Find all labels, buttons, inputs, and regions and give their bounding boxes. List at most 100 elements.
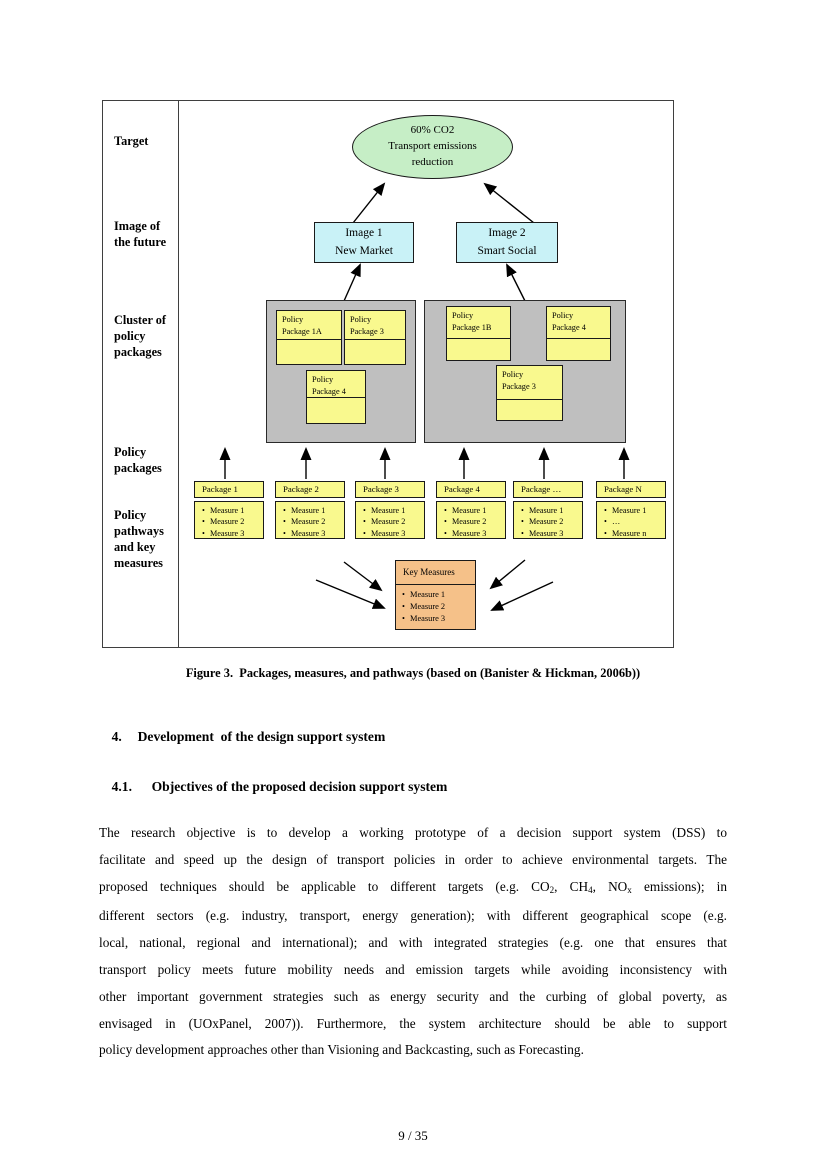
measure-item: •Measure 3 (276, 528, 344, 539)
measure-label: Measure 1 (612, 506, 647, 515)
bullet-icon: • (521, 528, 524, 538)
package-title: Package 2 (275, 481, 345, 498)
package-measures: •Measure 1•…•Measure n (596, 501, 666, 539)
arrow-line (352, 182, 386, 224)
measure-label: Measure 1 (291, 506, 326, 515)
bullet-icon: • (363, 528, 366, 538)
measure-label: Measure n (612, 528, 647, 538)
row-label-image-of-future: Image of the future (114, 219, 167, 249)
measure-item: •Measure 3 (396, 613, 475, 625)
measure-label: … (612, 517, 621, 527)
paragraph-line: policy development approaches other than… (99, 1042, 584, 1058)
bullet-icon: • (521, 517, 524, 527)
policy-package-label: Policy Package 4 (547, 307, 610, 339)
page-number: 9 / 35 (398, 1128, 428, 1143)
bullet-icon: • (604, 517, 607, 527)
paragraph-line: envisaged in (UOxPanel, 2007)). Furtherm… (99, 1015, 727, 1031)
measure-label: Measure 2 (529, 517, 564, 527)
body-paragraph: The research objective is to develop a w… (99, 820, 727, 1064)
measure-item: • Measure 2 (195, 516, 263, 527)
arrow-line (343, 561, 383, 592)
policy-package-1a: Policy Package 1A (276, 310, 342, 365)
measure-label: Measure 2 (291, 517, 326, 527)
paragraph-line: other important government strategies su… (99, 988, 727, 1004)
policy-package-label: Policy Package 1B (447, 307, 510, 339)
measure-label: Measure 3 (371, 528, 406, 538)
measure-label: Measure 3 (529, 528, 564, 538)
image-1-box: Image 1 New Market (314, 222, 414, 263)
row-label-cluster: Cluster of policy packages (114, 313, 167, 359)
measure-item: •Measure 2 (396, 601, 475, 613)
figure-column-divider (178, 101, 179, 647)
section-heading: 4.Development of the design support syst… (98, 713, 386, 761)
measure-label: Measure 1 (529, 506, 564, 515)
paragraph-line: The research objective is to develop a w… (99, 825, 727, 840)
subsection-number: 4.1. (111, 779, 132, 794)
measure-label: Measure 1 (371, 506, 406, 515)
arrow-line (489, 559, 526, 590)
bullet-icon: • (202, 517, 205, 527)
measure-item: • Measure 1 (276, 505, 344, 516)
policy-package-3-right: Policy Package 3 (496, 365, 563, 421)
arrow-line (506, 263, 526, 302)
section-title: Development of the design support system (137, 729, 386, 744)
bullet-icon: • (283, 506, 286, 515)
arrow-line (343, 263, 361, 302)
paragraph-line: transport policy meets future mobility n… (99, 961, 727, 977)
policy-package-3-left: Policy Package 3 (344, 310, 406, 365)
package-measures: • Measure 1 • Measure 2 • Measure 3 (194, 501, 264, 539)
bullet-icon: • (202, 506, 205, 515)
measure-item: •Measure 2 (437, 516, 505, 527)
figure-caption: Figure 3. Packages, measures, and pathwa… (185, 666, 641, 680)
measure-label: Measure 2 (210, 517, 245, 527)
bullet-icon: • (604, 506, 607, 515)
bullet-icon: • (444, 517, 447, 527)
package-title: Package … (513, 481, 583, 498)
key-measures-box: Key Measures •Measure 1•Measure 2•Measur… (395, 560, 476, 630)
measure-item: • Measure 2 (276, 516, 344, 527)
measure-item: • Measure 3 (195, 528, 263, 539)
measure-label: Measure 2 (371, 517, 406, 527)
figure-arrows (219, 182, 630, 611)
arrow-line (315, 579, 386, 609)
measure-label: Measure 2 (410, 602, 446, 611)
policy-package-label: Policy Package 1A (277, 311, 341, 340)
package-title: Package 1 (194, 481, 264, 498)
bullet-icon: • (521, 506, 524, 515)
bullet-icon: • (444, 528, 447, 538)
row-label-policy-pathways: Policy pathways and key measures (114, 508, 164, 570)
paragraph-line: local, national, regional and internatio… (99, 935, 727, 951)
key-measures-list: • Measure 1 •Measure 2•Measure 3 (396, 585, 475, 625)
measure-item: •… (597, 516, 665, 527)
paragraph-line: different sectors (e.g. industry, transp… (99, 908, 727, 924)
measure-item: • Measure 2 (356, 516, 424, 527)
measure-label: Measure 1 (410, 590, 446, 599)
figure-3-diagram: Target Image of the future Cluster of po… (102, 100, 674, 648)
image-2-box: Image 2 Smart Social (456, 222, 558, 263)
subsection-title: Objectives of the proposed decision supp… (151, 779, 448, 794)
bullet-icon: • (202, 528, 205, 538)
bullet-icon: • (402, 590, 405, 599)
row-label-target: Target (114, 134, 149, 148)
measure-label: Measure 1 (210, 506, 245, 515)
policy-package-label: Policy Package 4 (307, 371, 365, 398)
row-label-policy-packages: Policy packages (114, 445, 162, 475)
measure-item: • Measure 3 (356, 528, 424, 539)
package-measures: •Measure 1•Measure 2•Measure 3 (355, 501, 425, 539)
measure-label: Measure 3 (210, 528, 245, 538)
bullet-icon: • (283, 517, 286, 527)
paragraph-line: facilitate and speed up the design of tr… (99, 851, 727, 867)
measure-label: Measure 3 (291, 528, 326, 538)
measure-item: • Measure 1 (396, 589, 475, 601)
bullet-icon: • (604, 528, 607, 538)
policy-package-label: Policy Package 3 (345, 311, 405, 340)
package-title: Package 4 (436, 481, 506, 498)
package-title: Package N (596, 481, 666, 498)
bullet-icon: • (363, 517, 366, 527)
measure-item: •Measure 1 (356, 505, 424, 516)
measure-item: • Measure n (597, 528, 665, 539)
arrow-line (483, 182, 535, 224)
policy-package-label: Policy Package 3 (497, 366, 562, 400)
arrow-line (490, 581, 554, 611)
